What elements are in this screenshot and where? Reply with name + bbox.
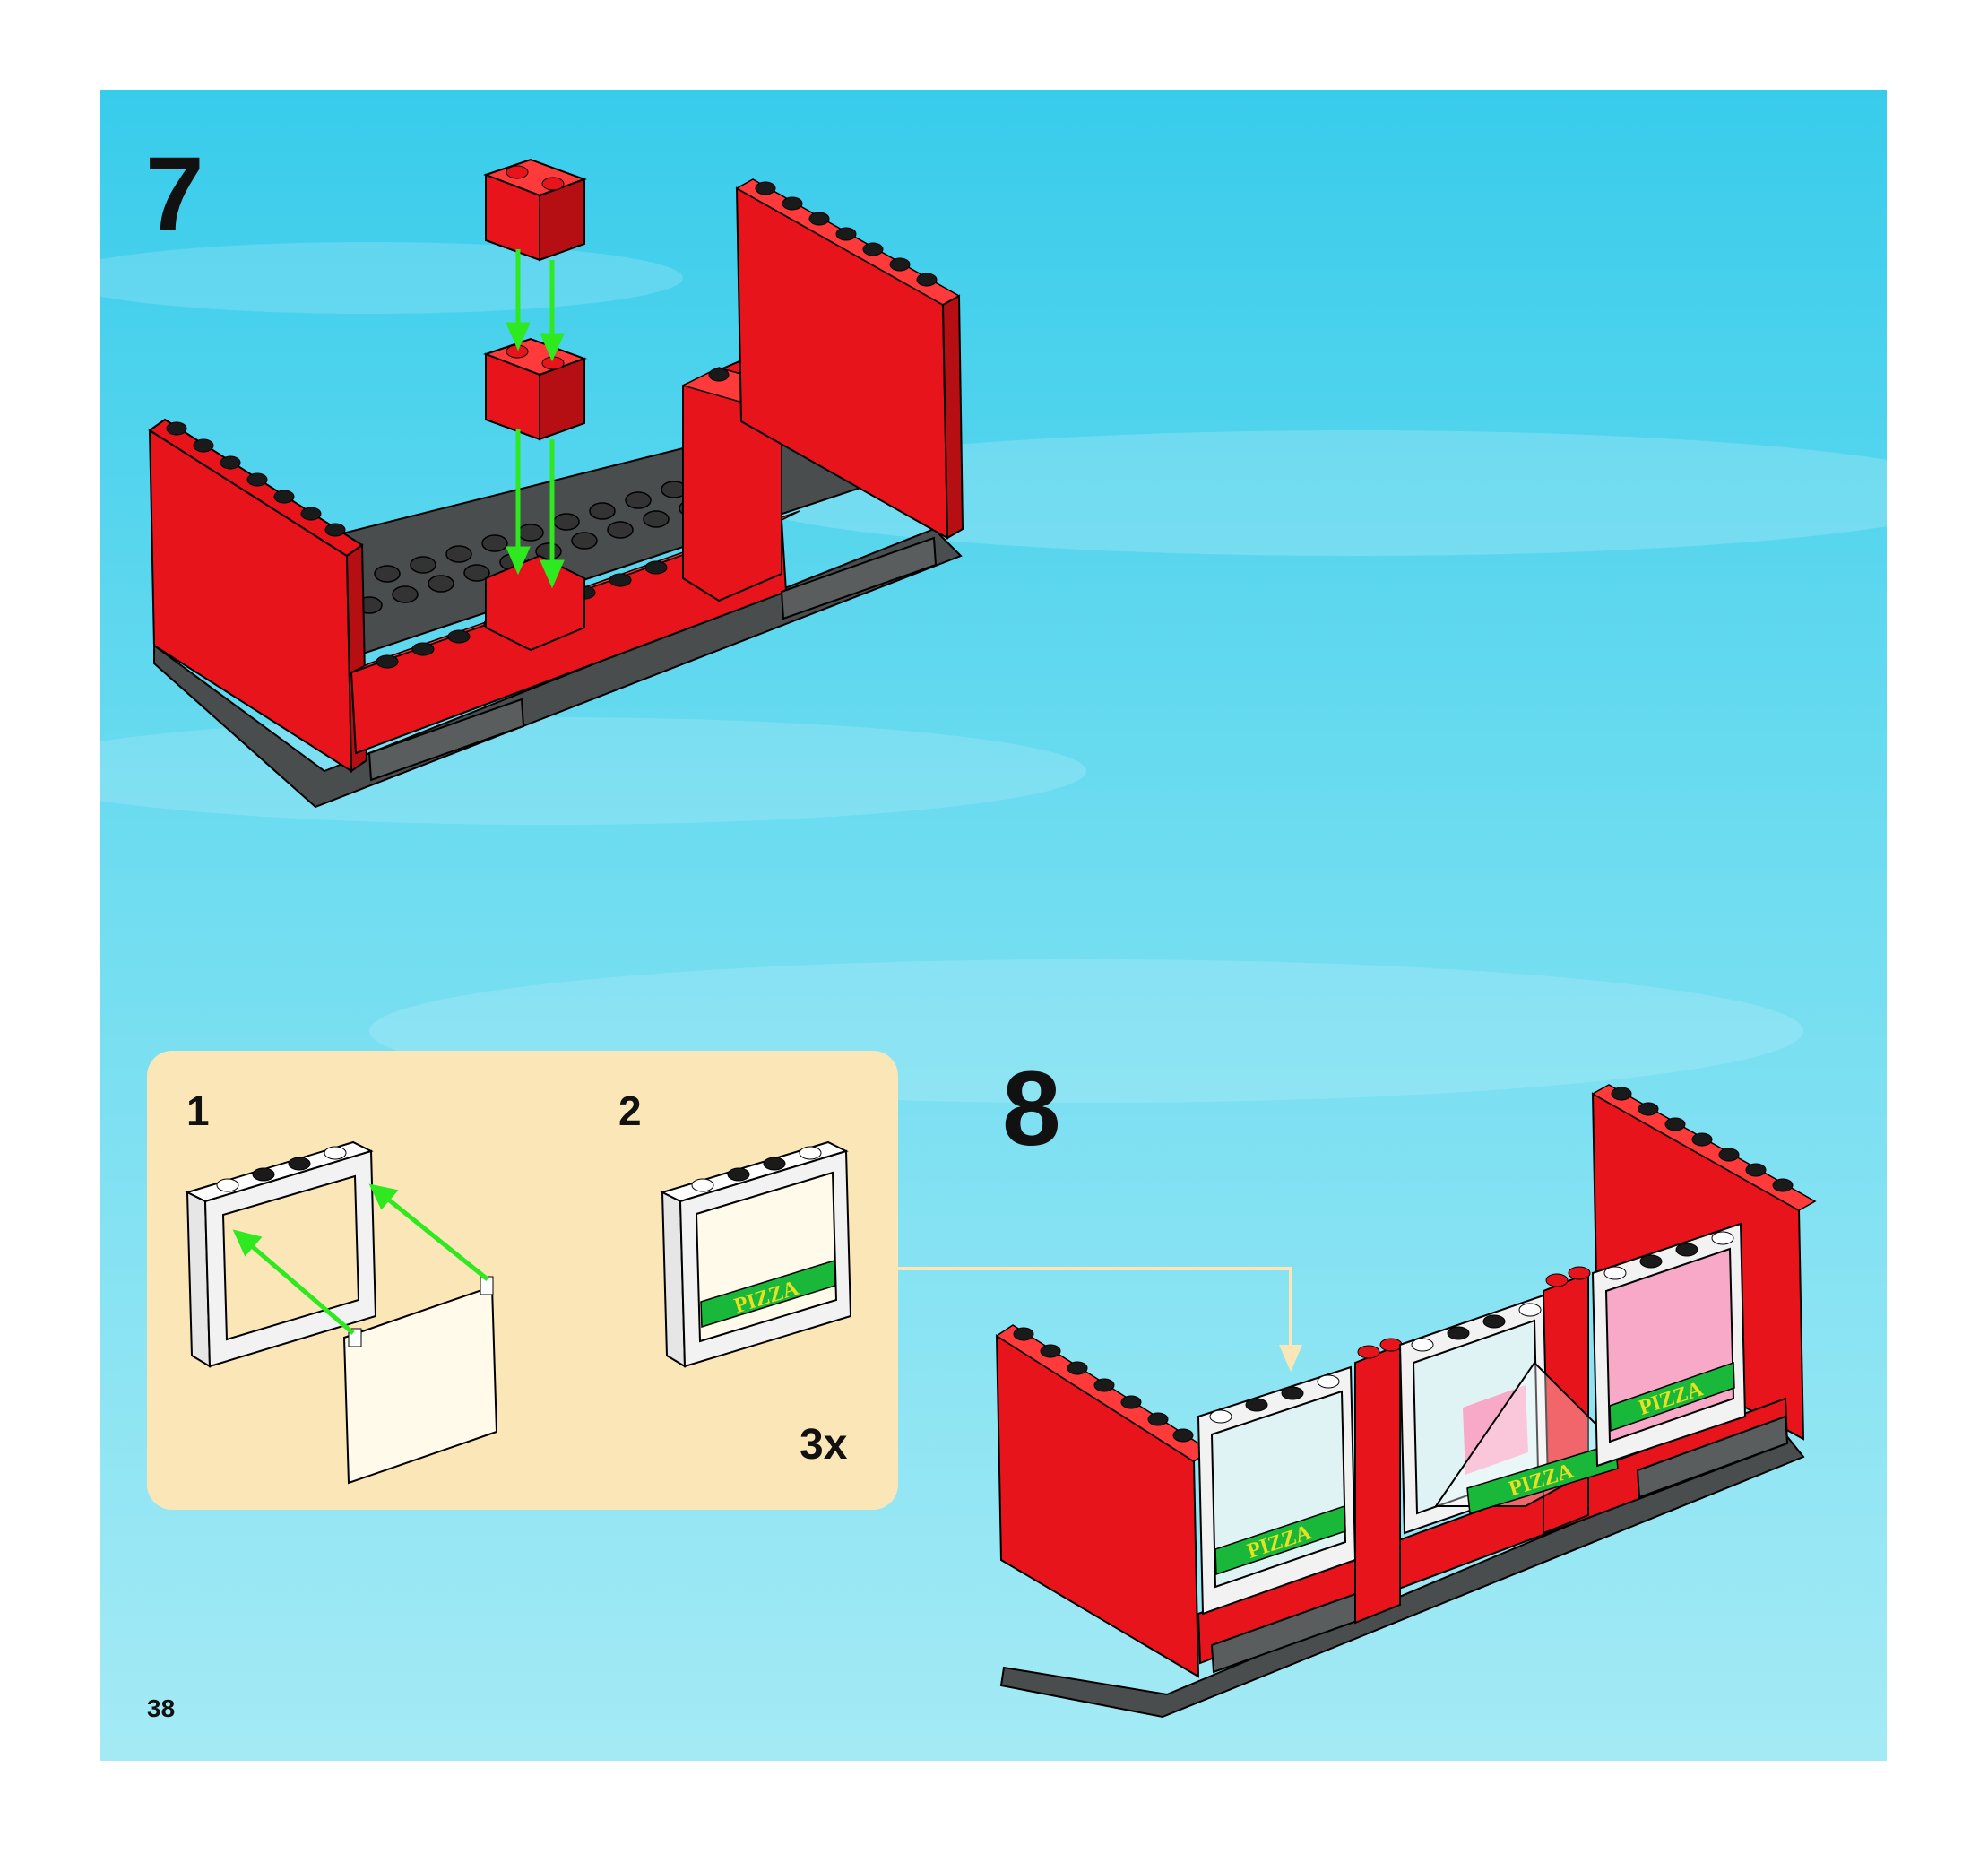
- window-frame-empty: [185, 1140, 377, 1368]
- substep-number-2: 2: [618, 1087, 642, 1134]
- step-8-model: PIZZA PIZZA PIZZA: [898, 1084, 1817, 1719]
- page-number: 38: [147, 1694, 176, 1722]
- front-brick: [485, 554, 585, 652]
- callout-connector: [898, 1267, 1292, 1363]
- window-step8-right: PIZZA: [1591, 1222, 1747, 1468]
- window-with-pizza-sign: PIZZA: [660, 1140, 852, 1368]
- instruction-page: 7: [100, 90, 1887, 1761]
- substep-number-1: 1: [186, 1087, 210, 1134]
- window-step8-middle: PIZZA: [1398, 1294, 1626, 1535]
- callout-box: PIZZA: [147, 1051, 898, 1510]
- window-step8-left: PIZZA: [1197, 1365, 1357, 1616]
- grille-left: [367, 698, 525, 782]
- quantity-label: 3x: [800, 1421, 848, 1469]
- grille-right: [780, 536, 938, 620]
- step-7-model: [148, 158, 964, 809]
- callout-arrows: [232, 1183, 489, 1335]
- floating-brick-top: [483, 158, 587, 262]
- floating-brick-middle: [483, 337, 587, 441]
- step-number-7: 7: [145, 135, 204, 254]
- step-number-8: 8: [1002, 1050, 1061, 1168]
- step-7-arrows: [506, 249, 565, 589]
- right-wall-side: [941, 294, 964, 540]
